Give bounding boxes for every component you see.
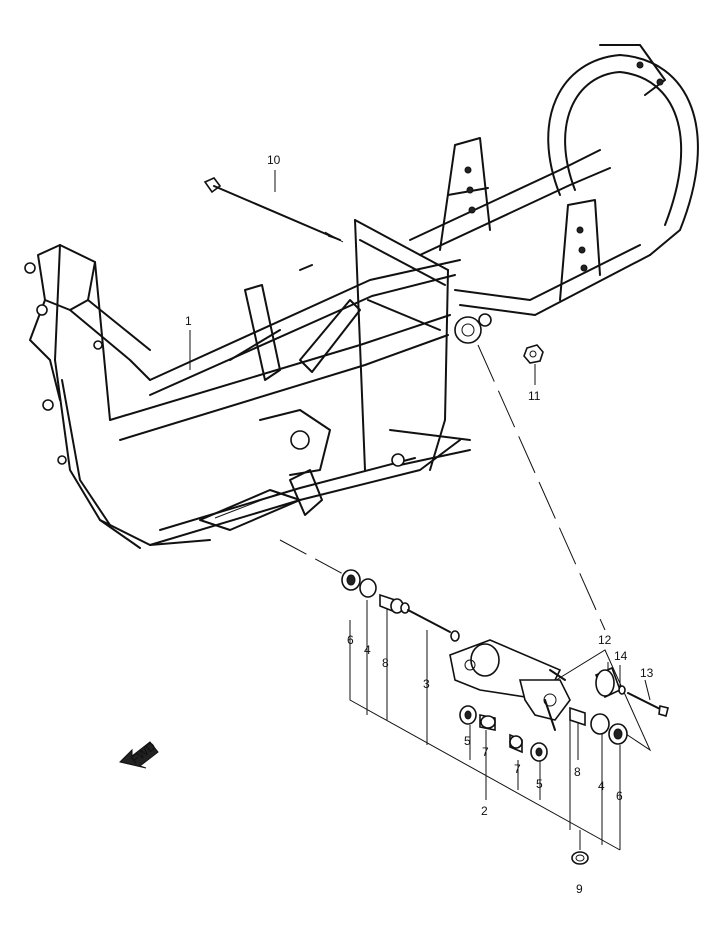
callout-7-right: 7 xyxy=(514,762,521,776)
bushing-6-left xyxy=(341,569,361,591)
callout-12: 12 xyxy=(598,633,612,647)
callout-14: 14 xyxy=(614,649,628,663)
bushing-4-left xyxy=(359,578,377,598)
callout-1: 1 xyxy=(185,314,192,328)
callout-4-right: 4 xyxy=(598,779,605,793)
fwd-arrow-icon: FWD xyxy=(119,739,159,769)
bushing-4-right xyxy=(590,713,610,735)
collar-7-b xyxy=(509,733,523,754)
callout-labels: 1 2 3 4 4 5 5 6 6 7 7 8 8 9 10 11 12 13 … xyxy=(185,153,654,896)
collar-7-a xyxy=(479,714,496,731)
callout-7-left: 7 xyxy=(482,745,489,759)
callout-5-left: 5 xyxy=(464,734,471,748)
bolt-13 xyxy=(627,692,669,717)
collar-8-right xyxy=(569,706,586,727)
bushing-5-a xyxy=(459,705,477,725)
callout-11: 11 xyxy=(528,389,541,403)
bolt-10 xyxy=(203,177,344,243)
bushing-5-b xyxy=(530,742,548,762)
shaft-3 xyxy=(400,602,460,642)
bushing-6-right xyxy=(608,723,628,745)
engine-mount-bracket-2 xyxy=(449,639,571,731)
main-frame xyxy=(24,44,699,549)
nut-11 xyxy=(523,344,544,364)
leader-lines xyxy=(189,170,652,851)
collar-8-left xyxy=(379,593,404,614)
callout-8-right: 8 xyxy=(574,765,581,779)
washer-14 xyxy=(618,685,626,695)
callout-10: 10 xyxy=(267,153,281,167)
washer-9 xyxy=(571,851,589,865)
callout-6-right: 6 xyxy=(616,789,623,803)
callout-3: 3 xyxy=(423,677,430,691)
callout-5-right: 5 xyxy=(536,777,543,791)
callout-2: 2 xyxy=(481,804,488,818)
bushing-12 xyxy=(594,666,622,699)
callout-13: 13 xyxy=(640,666,654,680)
callout-6-left: 6 xyxy=(347,633,354,647)
callout-8-left: 8 xyxy=(382,656,389,670)
callout-9: 9 xyxy=(576,882,583,896)
callout-4-left: 4 xyxy=(364,643,371,657)
